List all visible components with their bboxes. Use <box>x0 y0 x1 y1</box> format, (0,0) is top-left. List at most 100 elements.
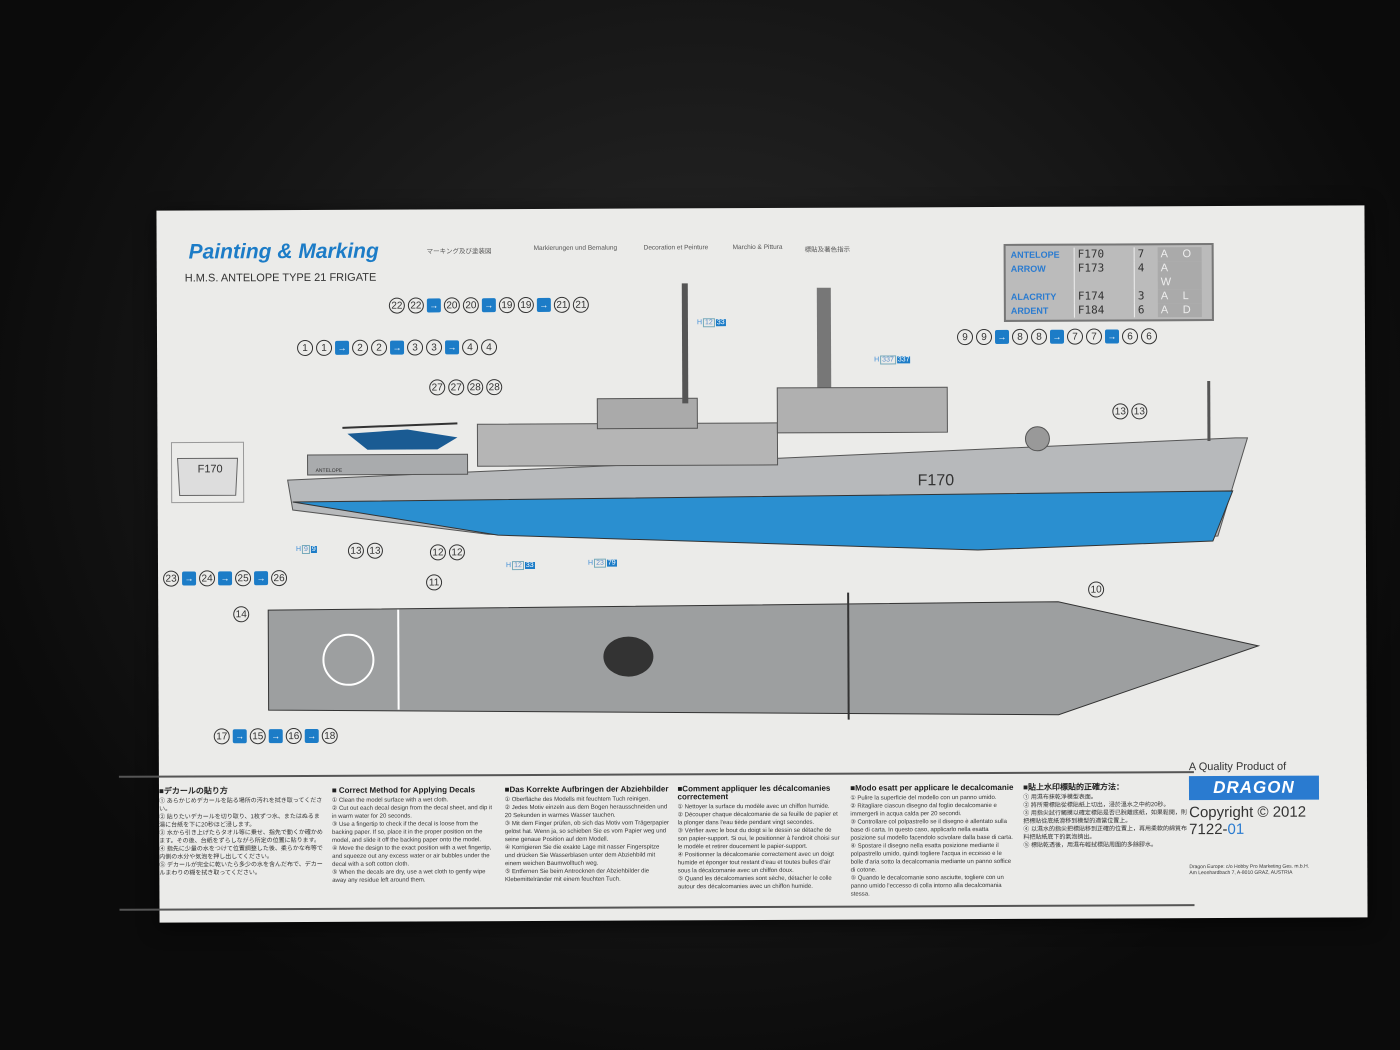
dragon-logo: DRAGON <box>1188 775 1320 801</box>
decal-number: 2 <box>352 339 369 356</box>
paint-code-h: H <box>874 356 880 364</box>
decal-number: 11 <box>426 574 443 591</box>
paint-code-b: 33 <box>524 561 535 570</box>
instruction-heading: ■デカールの貼り方 <box>158 786 228 796</box>
decal-number: 21 <box>553 296 570 313</box>
then-arrow-icon: → <box>218 571 233 586</box>
decal-number: 12 <box>448 544 465 561</box>
then-arrow-icon: → <box>445 340 460 355</box>
instruction-step: ③ Use a fingertip to check if the decal … <box>331 821 483 844</box>
brand-block: A Quality Product of DRAGON Copyright © … <box>1189 760 1360 876</box>
then-arrow-icon: → <box>1104 329 1120 344</box>
instruction-step: ⑤ デカールが完全に乾いたら多少の水を含んだ布で、デカールまわりの糊を拭き取って… <box>159 861 323 877</box>
decal-number: 22 <box>388 297 405 314</box>
instruction-step: ⑤ Entfernen Sie beim Antrocknen der Abzi… <box>504 868 650 884</box>
decal-number: 8 <box>1011 328 1029 345</box>
decal-number: 20 <box>443 297 460 314</box>
instruction-step: ② Découper chaque décalcomanie de sa feu… <box>677 811 838 827</box>
then-arrow-icon: → <box>536 297 551 312</box>
decal-number: 21 <box>572 296 589 313</box>
decal-number: 23 <box>163 570 180 587</box>
instruction-step: ② Cut out each decal design from the dec… <box>331 805 493 820</box>
decal-number: 19 <box>517 296 534 314</box>
callout-group: 23→24→25→26 <box>163 570 288 587</box>
ship-profile-icon: F170 F170 ANTELOPE <box>198 283 1249 551</box>
callout-group: 11 <box>426 574 443 591</box>
decal-number: 22 <box>407 297 424 314</box>
ship-top-view-icon <box>267 592 1261 720</box>
paint-code-b: 9 <box>310 545 317 553</box>
instruction-step: ⑤ 標貼乾透後，用濕布輕拭標貼周圍的多餘膠水。 <box>1023 842 1158 849</box>
paint-code-b: 337 <box>896 356 911 364</box>
instruction-step: ④ 以濕水的指尖把標貼移到正確的位置上，再用柔軟的綿質布料把貼紙底下的氣泡擠出。 <box>1023 826 1187 841</box>
then-arrow-icon: → <box>1049 329 1065 344</box>
instruction-step: ④ Korrigieren Sie die exakte Lage mit na… <box>504 844 660 868</box>
then-arrow-icon: → <box>426 298 441 313</box>
instruction-column: ■Modo esatt per applicare le decalcomani… <box>850 783 1015 902</box>
decal-number: 2 <box>371 339 388 356</box>
then-arrow-icon: → <box>304 728 319 743</box>
decal-number: 28 <box>467 379 484 396</box>
paint-code-a: 23 <box>594 558 606 568</box>
then-arrow-icon: → <box>232 729 247 744</box>
decal-number: 4 <box>481 339 498 356</box>
then-arrow-icon: → <box>335 340 350 355</box>
decal-number: 10 <box>1088 581 1105 598</box>
decal-number: 4 <box>462 339 479 356</box>
decal-number: 19 <box>498 297 515 314</box>
callout-group: 10 <box>1088 581 1105 598</box>
paint-code-h: H <box>295 546 302 554</box>
decal-number: 12 <box>429 544 446 561</box>
decal-number: 25 <box>235 570 252 587</box>
then-arrow-icon: → <box>268 729 283 744</box>
decal-number: 6 <box>1140 328 1158 345</box>
paint-code-a: 9 <box>301 544 310 555</box>
decal-number: 1 <box>297 339 314 357</box>
decal-number: 27 <box>448 379 465 396</box>
decal-number: 6 <box>1121 328 1139 345</box>
instruction-heading: ■ Correct Method for Applying Decals <box>331 785 476 795</box>
instruction-step: ④ 指先に少量の水をつけて位置調整した後、柔らかな布等で内側の水分や気泡を押し出… <box>159 845 323 861</box>
instruction-step: ④ Positionner la décalcomanie correcteme… <box>677 851 834 875</box>
instruction-step: ④ Move the design to the exact position … <box>332 845 492 868</box>
instruction-heading: ■貼上水印標貼的正確方法： <box>1023 782 1124 792</box>
instruction-heading: ■Comment appliquer les décalcomanies cor… <box>677 783 831 802</box>
instruction-step: ② Ritagliare ciascun disegno dal foglio … <box>850 802 997 818</box>
then-arrow-icon: → <box>182 571 197 586</box>
decal-number: 7 <box>1066 328 1084 345</box>
paint-code-h: H <box>696 319 703 327</box>
stern-marking: F170 <box>198 463 223 475</box>
decal-number: 8 <box>1030 328 1048 345</box>
instruction-column: ■Comment appliquer les décalcomanies cor… <box>677 783 842 903</box>
instruction-step: ③ Controllare col polpastrello se il dis… <box>850 818 1013 842</box>
instruction-step: ② 貼りたいデカールを切り取り、1枚ずつ水、またはぬるま湯に台紙を下に20秒ほど… <box>159 813 320 829</box>
instruction-step: ③ 用指尖試行觸摸以確定標貼是否已脫離底紙，如果鬆開，則把標貼從底紙滑移到模型的… <box>1023 810 1187 825</box>
decal-number: 16 <box>285 728 302 745</box>
decal-number: 13 <box>347 542 364 559</box>
then-arrow-icon: → <box>254 571 269 586</box>
product-code-suffix: 01 <box>1227 820 1245 838</box>
decal-number: 13 <box>1131 403 1148 420</box>
paint-code-h: H <box>587 559 594 567</box>
decal-number: 9 <box>956 329 974 346</box>
paint-code-h: H <box>505 562 512 570</box>
paint-code-a: 12 <box>512 561 524 571</box>
then-arrow-icon: → <box>994 329 1010 344</box>
hull-marking: F170 <box>918 472 955 489</box>
instruction-step: ③ Mit dem Finger prüfen, ob sich das Mot… <box>504 820 669 844</box>
decal-number: 17 <box>213 728 230 745</box>
brand-tagline: A Quality Product of <box>1188 760 1287 774</box>
